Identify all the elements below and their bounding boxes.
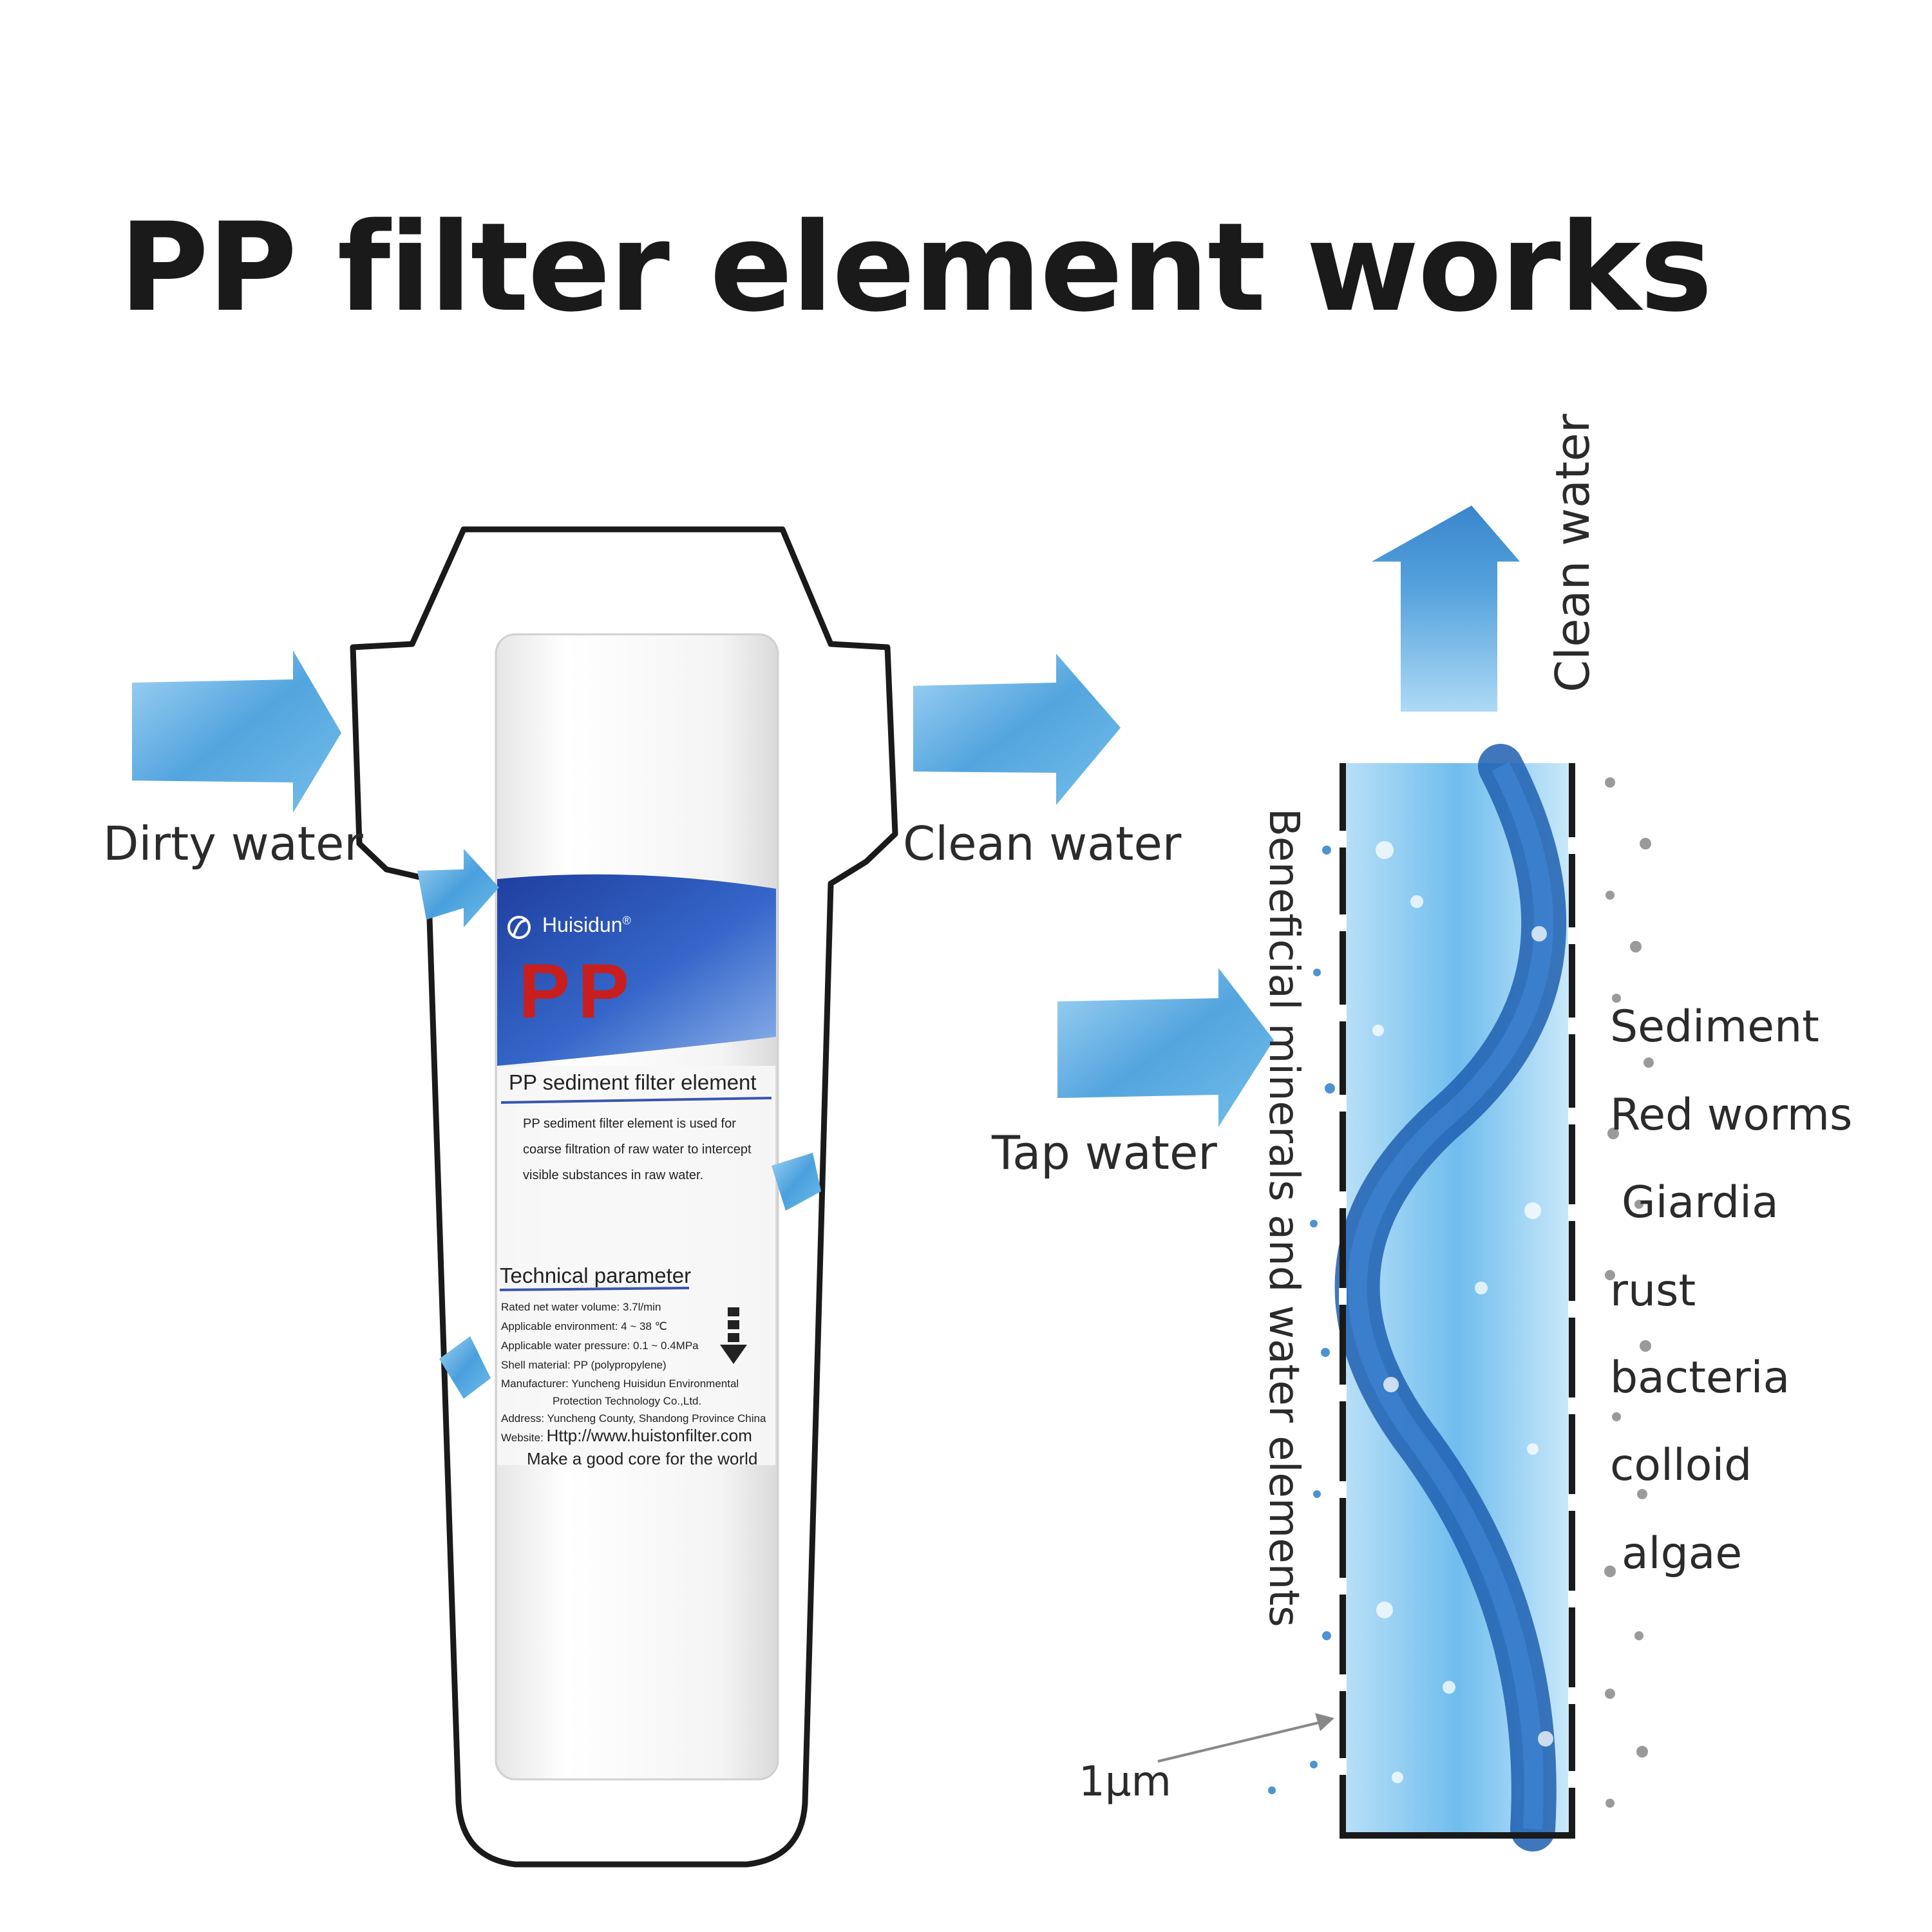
cartridge-website: Http://www.huistonfilter.com [546,1426,752,1445]
inner-flow-arrow-middle [772,1153,821,1211]
clean-water-outlet-arrow [913,654,1121,805]
cartridge-description: PP sediment filter element is used for c… [523,1117,752,1182]
pore-size-label: 1μm [1079,1758,1171,1806]
contaminant-bacteria: bacteria [1610,1352,1790,1403]
cartridge-tech-parameters: Rated net water volume: 3.7l/min Applica… [501,1301,699,1371]
contaminant-red-worms: Red worms [1610,1090,1853,1141]
contaminant-algae: algae [1622,1528,1743,1579]
contaminant-rust: rust [1610,1265,1696,1316]
pore-pointer-arrow [1157,1713,1334,1763]
cartridge-product-name: PP sediment filter element [509,1070,757,1094]
cartridge-brand: Huisidun® [542,913,631,936]
inner-flow-arrow-bottom [439,1336,491,1399]
contaminant-sediment: Sediment [1610,1001,1819,1052]
tap-water-arrow [1057,968,1274,1127]
contaminant-colloid: colloid [1610,1440,1752,1491]
beneficial-minerals-label: Beneficial minerals and water elements [1260,808,1307,1627]
dirty-water-arrow [132,650,341,813]
tap-water-label: Tap water [992,1126,1217,1180]
clean-water-top-label: Clean water [1546,413,1600,692]
page-title: PP filter element works [119,196,1712,339]
clean-water-outlet-label: Clean water [903,817,1182,871]
cartridge-tech-heading: Technical parameter [500,1264,692,1287]
cartridge-slogan: Make a good core for the world [527,1449,758,1468]
mineral-dots [1268,846,1335,1794]
clean-water-up-arrow [1372,506,1520,712]
cartridge-label-band [497,874,776,1066]
contaminant-dots [1604,777,1654,1808]
cartridge-manufacturer: Manufacturer: Yuncheng Huisidun Environm… [501,1378,766,1445]
dirty-water-label: Dirty water [103,817,363,871]
inner-flow-arrow-top [417,849,499,927]
cartridge-pp-letters: PP [518,948,638,1034]
leaf-icon [507,916,531,939]
flow-down-icon [720,1307,747,1364]
contaminant-giardia: Giardia [1622,1177,1779,1228]
